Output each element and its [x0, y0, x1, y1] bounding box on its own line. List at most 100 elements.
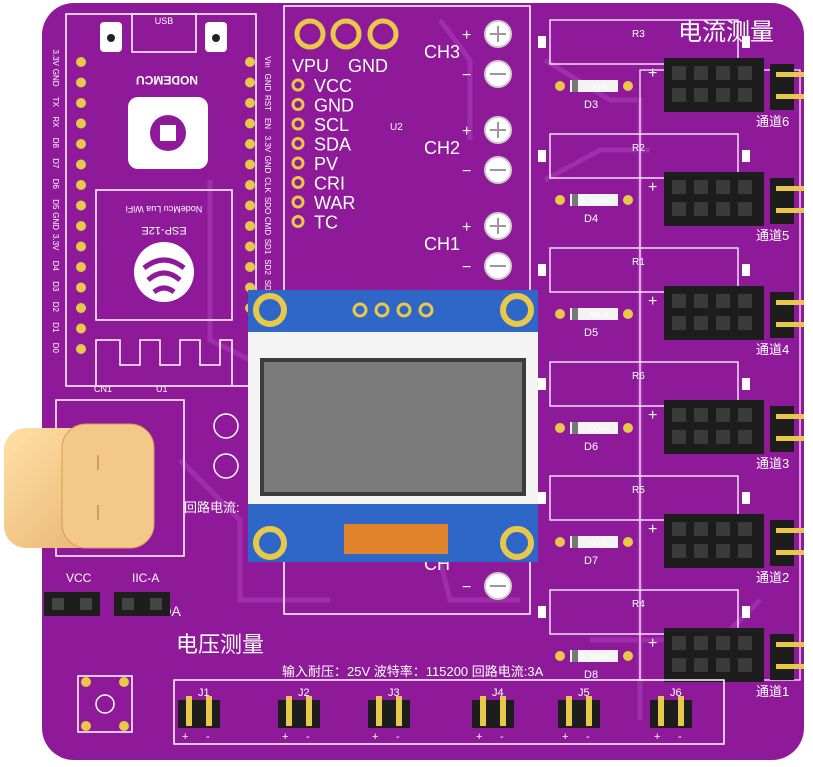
diode-marking: DO-41	[590, 654, 610, 661]
nodemcu-right-pin-label: EN	[263, 118, 272, 129]
diode-body	[570, 80, 618, 92]
voltage-plus-sign: +	[476, 731, 482, 743]
u2-pin-label: GND	[314, 96, 354, 116]
header-pin	[672, 636, 686, 650]
voltage-connectors: J1+-J2+-J3+-J4+-J5+-J6+-	[178, 687, 692, 743]
voltage-pin	[286, 696, 292, 726]
diode-designator: D7	[584, 555, 598, 567]
diode-designator: D5	[584, 327, 598, 339]
oled-screen	[260, 358, 526, 496]
output-pin	[776, 208, 804, 213]
header-plus-sign: +	[648, 407, 657, 424]
header-pin	[716, 88, 730, 102]
led-pad-1	[213, 413, 239, 439]
voltage-minus-sign: -	[396, 731, 400, 743]
nodemcu-right-pin-label: SD2	[263, 259, 272, 275]
voltage-pin	[206, 696, 212, 726]
resistor-designator: R1	[632, 257, 645, 268]
diode-designator: D3	[584, 99, 598, 111]
voltage-connector-body	[472, 700, 514, 728]
nodemcu-left-pin-label: GND	[51, 212, 60, 230]
channel-minus-sign: −	[462, 579, 471, 596]
diode-cathode-band	[572, 536, 578, 548]
voltage-connector-designator: J5	[578, 687, 590, 699]
header-pin	[694, 544, 708, 558]
voltage-connector[interactable]: J5+-	[558, 687, 600, 743]
diode-pad	[555, 81, 565, 91]
iic-header[interactable]	[114, 592, 170, 616]
resistor-designator: R6	[632, 371, 645, 382]
output-pin-header[interactable]	[770, 520, 794, 566]
output-pin-header[interactable]	[770, 406, 794, 452]
output-pin-header[interactable]	[770, 292, 794, 338]
nodemcu-left-pin-pad	[76, 303, 86, 313]
current-channel-label: 通道6	[756, 114, 789, 129]
voltage-connector[interactable]: J1+-	[178, 687, 220, 743]
resistor-designator: R4	[632, 599, 645, 610]
voltage-title: 电压测量	[176, 632, 264, 657]
shunt-resistor-outline	[549, 589, 739, 635]
oled-display	[248, 290, 538, 562]
header-plus-sign: +	[648, 179, 657, 196]
u2-pin-label: WAR	[314, 193, 355, 213]
u2-pin-pad	[291, 215, 305, 228]
nodemcu-left-pin-pad	[76, 221, 86, 231]
vcc-header[interactable]	[44, 592, 100, 616]
nodemcu-right-pin-pad	[245, 57, 255, 67]
voltage-pin	[186, 696, 192, 726]
reset-button-cap	[107, 34, 115, 42]
resistor-pad	[538, 492, 546, 504]
resistor-pad	[538, 264, 546, 276]
voltage-connector[interactable]: J6+-	[650, 687, 692, 743]
output-pin-header[interactable]	[770, 64, 794, 110]
nodemcu-right-pin-label: Vin	[263, 56, 272, 67]
header-pin	[672, 522, 686, 536]
output-pin-header[interactable]	[770, 178, 794, 224]
voltage-pin	[480, 696, 486, 726]
nodemcu-brand: NODEMCU	[136, 73, 198, 87]
nodemcu-logo-chip	[160, 125, 176, 141]
header-label-gnd: GND	[348, 56, 388, 76]
header-pin	[716, 430, 730, 444]
voltage-connector-body	[278, 700, 320, 728]
voltage-connector-designator: J6	[670, 687, 682, 699]
voltage-pin	[586, 696, 592, 726]
header-pin	[738, 658, 752, 672]
vcc-label: VCC	[66, 571, 92, 585]
header-pin	[672, 316, 686, 330]
header-plus-sign: +	[648, 635, 657, 652]
voltage-connector[interactable]: J4+-	[472, 687, 514, 743]
voltage-plus-sign: +	[182, 731, 188, 743]
voltage-connector[interactable]: J3+-	[368, 687, 410, 743]
header-pin	[672, 658, 686, 672]
diode-pad	[555, 195, 565, 205]
header-label-vpu: VPU	[292, 56, 329, 76]
voltage-connector-body	[368, 700, 410, 728]
voltage-pin	[500, 696, 506, 726]
nodemcu-left-pin-label: D4	[51, 261, 60, 272]
output-pin-header[interactable]	[770, 634, 794, 680]
header-pin	[716, 66, 730, 80]
nodemcu-right-pin-pad	[245, 180, 255, 190]
voltage-connector-designator: J3	[388, 687, 400, 699]
channel-label: CH1	[424, 234, 460, 254]
u2-pin-pad	[291, 195, 305, 209]
diode-cathode-band	[572, 194, 578, 206]
voltage-minus-sign: -	[586, 731, 590, 743]
gnd-pad-top	[330, 18, 362, 50]
aux-pad-top	[367, 18, 399, 50]
shunt-resistor-outline	[549, 133, 739, 179]
voltage-pin	[658, 696, 664, 726]
oled-mount-hole-tl	[253, 293, 287, 327]
u2-pin-label: SDA	[314, 135, 351, 155]
u2-pin-label: TC	[314, 213, 338, 233]
spec-line: 输入耐压：25V 波特率：115200 回路电流:3A	[282, 664, 544, 679]
voltage-pin	[376, 696, 382, 726]
diode-body	[570, 194, 618, 206]
tactile-switch[interactable]	[77, 675, 133, 733]
voltage-connector[interactable]: J2+-	[278, 687, 320, 743]
